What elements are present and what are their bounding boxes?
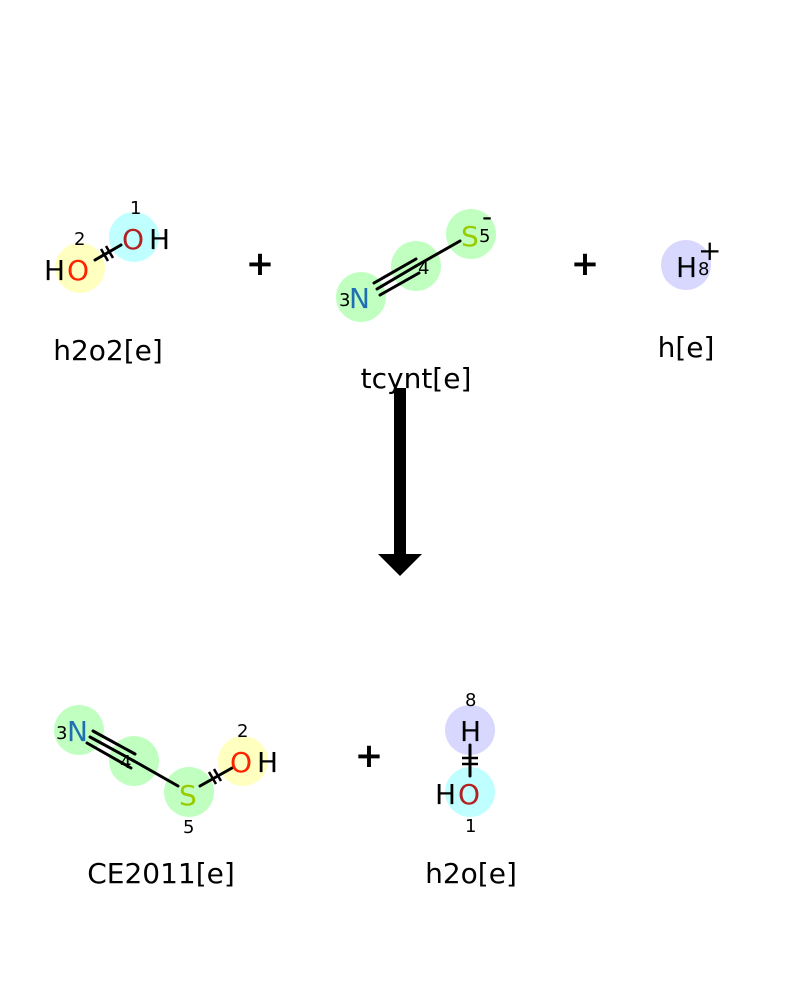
atom-highlight	[218, 736, 268, 786]
plus-sign: +	[246, 244, 275, 284]
atom-map-number: 1	[130, 198, 141, 219]
atom-highlight	[445, 705, 495, 755]
atom-highlight	[445, 767, 495, 817]
atom-map-number: 8	[698, 259, 709, 280]
molecule-ce2011: 3 N 4 S 5 O H 2 CE2011[e]	[54, 705, 278, 890]
molecule-label: h2o2[e]	[53, 334, 163, 367]
bond-triple	[85, 741, 133, 770]
arrow-head	[378, 554, 422, 576]
plus-sign: +	[355, 736, 384, 776]
molecule-h-proton: H 8 + h[e]	[658, 234, 722, 364]
bond-triple	[91, 729, 137, 756]
atom-highlight	[336, 272, 386, 322]
molecule-h2o2: H O 2 O H 1 h2o2[e]	[44, 198, 170, 367]
atom-map-number: 3	[56, 723, 67, 744]
atom-map-number: 5	[183, 817, 194, 838]
atom-highlight	[54, 705, 104, 755]
bond	[93, 243, 123, 262]
bond-triple	[378, 271, 421, 297]
atom-charge: -	[482, 200, 492, 233]
atom-s: S	[461, 220, 479, 253]
atom-n: N	[67, 715, 88, 748]
atom-h: H	[676, 251, 697, 284]
bond-triple	[372, 257, 418, 285]
atom-h: H	[257, 746, 278, 779]
atom-map-number: 4	[418, 258, 429, 279]
molecule-label: tcynt[e]	[361, 362, 472, 395]
atom-highlight	[55, 243, 105, 293]
atom-o: O	[458, 778, 480, 811]
atom-o: O	[230, 746, 252, 779]
reaction-arrow	[378, 388, 422, 576]
bond	[198, 766, 234, 788]
atom-n: N	[349, 282, 370, 315]
atom-map-number: 2	[74, 229, 85, 250]
molecule-tcynt: 3 N 4 S 5 - tcynt[e]	[336, 200, 496, 395]
bond-tick	[104, 245, 115, 259]
atom-o: O	[67, 254, 89, 287]
bond-triple	[88, 735, 136, 763]
atom-map-number: 3	[339, 290, 350, 311]
atom-h: H	[149, 223, 170, 256]
atom-h: H	[44, 254, 65, 287]
plus-sign: +	[571, 244, 600, 284]
atom-charge: +	[698, 234, 721, 267]
atom-h: H	[435, 778, 456, 811]
atom-h: H	[460, 715, 481, 748]
molecule-label: h[e]	[658, 331, 715, 364]
molecule-label: CE2011[e]	[87, 857, 235, 890]
bond-tick	[212, 768, 223, 782]
molecule-label: h2o[e]	[425, 857, 517, 890]
bond	[414, 239, 462, 268]
molecule-h2o: H 8 H O 1 h2o[e]	[425, 690, 517, 890]
atom-map-number: 2	[237, 721, 248, 742]
atom-s: S	[179, 779, 197, 812]
atom-o: O	[122, 223, 144, 256]
bond	[132, 759, 180, 788]
atom-map-number: 1	[465, 816, 476, 837]
atom-highlight	[661, 240, 711, 290]
atom-highlight	[164, 767, 214, 817]
atom-map-number: 4	[120, 752, 131, 773]
arrow-shaft	[394, 388, 406, 556]
atom-map-number: 8	[465, 690, 476, 711]
bond-tick	[207, 771, 218, 785]
bond-tick	[99, 248, 110, 262]
bond-triple	[375, 264, 418, 291]
atom-map-number: 5	[479, 226, 490, 247]
atom-highlight	[109, 212, 159, 262]
atom-highlight	[446, 209, 496, 259]
